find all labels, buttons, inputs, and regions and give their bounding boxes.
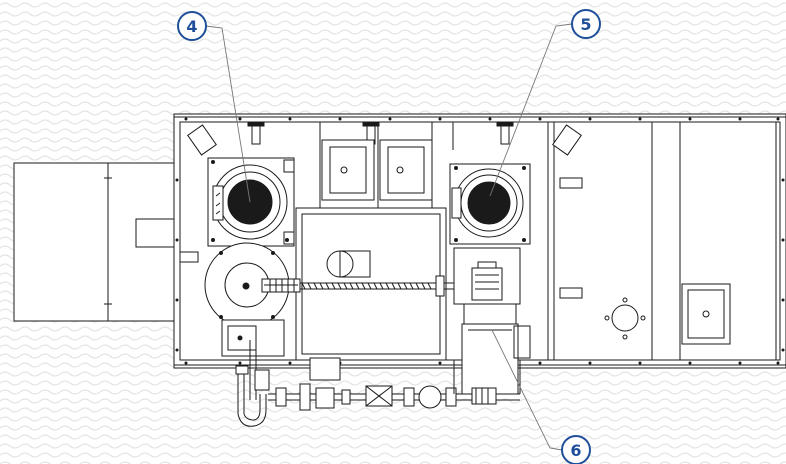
fan-4 [207,157,295,247]
callout-4: 4 [177,11,207,41]
drive-assembly [204,242,521,328]
housing-bolts [175,117,785,365]
callout-circle [571,9,601,39]
fan-5 [449,163,531,245]
callout-5: 5 [571,9,601,39]
motor-6 [461,303,531,395]
central-tank [295,207,447,381]
callout-number: 5 [580,15,591,34]
callout-number: 6 [570,441,581,460]
leader-6 [491,329,563,451]
leader-4 [205,25,251,203]
drain-box [221,319,285,357]
callout-circle [561,435,591,464]
external-box [13,162,186,322]
callout-number: 4 [186,17,197,36]
callout-circle [177,11,207,41]
leader-lines [205,23,573,451]
leader-5 [489,23,573,197]
piping [235,340,521,427]
callout-6: 6 [561,435,591,464]
